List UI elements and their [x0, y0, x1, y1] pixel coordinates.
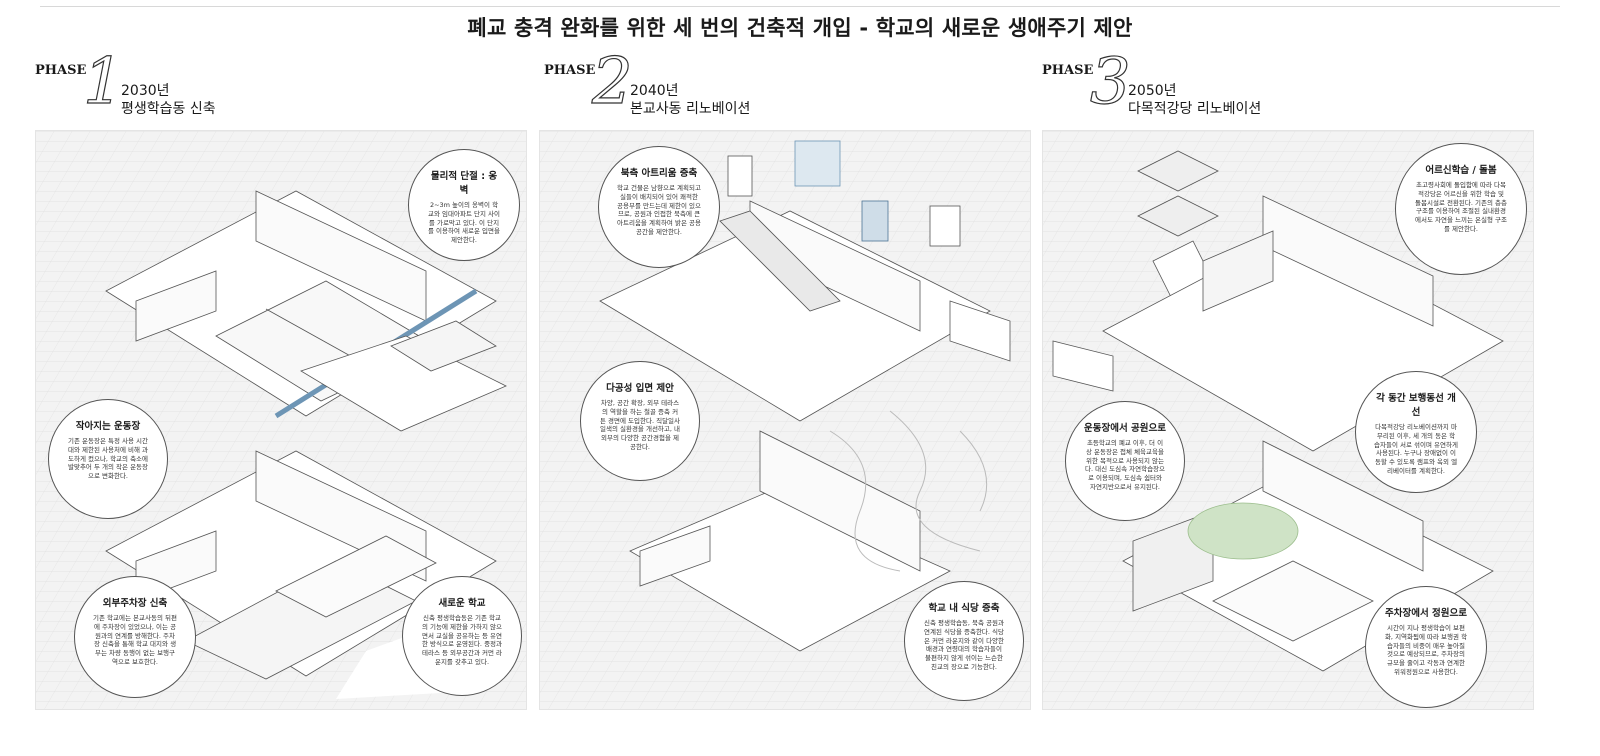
upper-site-layer — [599, 140, 1011, 422]
phase-2-year: 2040년 — [630, 83, 679, 99]
exploded-roof-layers — [1137, 150, 1219, 302]
callout-title: 주차장에서 정원으로 — [1385, 608, 1467, 619]
callout-external-parking: 외부주차장 신축 기존 학교에는 본교사동의 뒤편에 주차장이 있었으나, 이는… — [74, 576, 196, 698]
phase-2-subtitle: 본교사동 리노베이션 — [630, 101, 751, 117]
callout-body: 신축 평생학습동은 기존 학교의 기능에 제한을 가하지 않으면서 교실을 공유… — [421, 614, 503, 666]
callout-field-to-park: 운동장에서 공원으로 초등학교의 폐교 이후, 더 이상 운동장은 접체 체육교… — [1065, 401, 1185, 521]
callout-title: 학교 내 식당 증축 — [928, 603, 1000, 614]
phase-1-subtitle: 평생학습동 신축 — [121, 101, 216, 117]
phase-1-year: 2030년 — [121, 83, 170, 99]
phase-3-panel: 어르신학습 / 돌봄 초고령사회에 돌입함에 따라 다목적강당은 어르신을 위한… — [1042, 130, 1534, 710]
page-title: 폐교 충격 완화를 위한 세 번의 건축적 개입 - 학교의 새로운 생애주기 … — [467, 16, 1133, 40]
callout-body: 기존 학교에는 본교사동의 뒤편에 주차장이 있었으나, 이는 공원과의 연계를… — [93, 614, 177, 666]
callout-new-school: 새로운 학교 신축 평생학습동은 기존 학교의 기능에 제한을 가하지 않으면서… — [402, 576, 522, 696]
callout-body: 초고령사회에 돌입함에 따라 다목적강당은 어르신을 위한 학습 및 돌봄시설로… — [1415, 181, 1507, 233]
phase-3-word: PHASE — [1042, 63, 1094, 78]
callout-cafeteria-extension: 학교 내 식당 증축 신축 평생학습동, 북측 공원과 연계된 식당을 증축한다… — [904, 581, 1024, 701]
park-paths — [829, 410, 988, 572]
lower-building-layer — [629, 430, 951, 652]
phase-3-subtitle: 다목적강당 리노베이션 — [1128, 101, 1262, 117]
callout-body: 시간이 지나 평생학습이 보편화, 지역화됨에 따라 보행권 학습자들의 비중이… — [1384, 624, 1468, 676]
callout-pedestrian-circulation: 각 동간 보행동선 개선 다목적강당 리노베이션까지 마무리된 이후, 세 개의… — [1355, 371, 1477, 493]
callout-title: 작아지는 운동장 — [75, 421, 141, 432]
phase-2-header: PHASE 2 2040년 본교사동 리노베이션 — [544, 49, 1024, 128]
phase-3-year: 2050년 — [1128, 83, 1177, 99]
callout-title: 어르신학습 / 돌봄 — [1425, 165, 1497, 176]
phase-1-number: 1 — [82, 45, 124, 119]
phase-2-panel: 북측 아트리움 증축 학교 건물은 남향으로 계획되고 실들이 배치되어 있어 … — [539, 130, 1031, 710]
callout-title: 물리적 단절 : 옹벽 — [430, 171, 498, 196]
callout-body: 차양, 공간 확장, 외부 테라스의 역할을 하는 철골 증축 커튼 경면에 도… — [599, 399, 681, 451]
callout-parking-to-garden: 주차장에서 정원으로 시간이 지나 평생학습이 보편화, 지역화됨에 따라 보행… — [1365, 586, 1487, 708]
park-green — [1187, 502, 1299, 560]
callout-body: 다목적강당 리노베이션까지 마무리된 이후, 세 개의 동은 학습자들이 서로 … — [1374, 423, 1458, 475]
callout-senior-learning: 어르신학습 / 돌봄 초고령사회에 돌입함에 따라 다목적강당은 어르신을 위한… — [1395, 143, 1527, 275]
phase-2-word: PHASE — [544, 63, 596, 78]
callout-retaining-wall: 물리적 단절 : 옹벽 2~3m 높이의 옹벽이 학교와 임대아파트 단지 사이… — [408, 149, 520, 261]
phase-3-header: PHASE 3 2050년 다목적강당 리노베이션 — [1042, 49, 1522, 128]
callout-title: 새로운 학교 — [438, 598, 486, 609]
callout-north-atrium: 북측 아트리움 증축 학교 건물은 남향으로 계획되고 실들이 배치되어 있어 … — [598, 146, 720, 268]
phase-2-number: 2 — [591, 45, 633, 119]
phase-1-panel: 물리적 단절 : 옹벽 2~3m 높이의 옹벽이 학교와 임대아파트 단지 사이… — [35, 130, 527, 710]
callout-title: 각 동간 보행동선 개선 — [1376, 393, 1456, 418]
callout-title: 운동장에서 공원으로 — [1084, 423, 1166, 434]
top-divider — [40, 6, 1560, 7]
callout-body: 학교 건물은 남향으로 계획되고 실들이 배치되어 있어 쾌적한 공용부를 만드… — [617, 184, 701, 236]
phase-3-number: 3 — [1089, 45, 1131, 119]
callout-title: 외부주차장 신축 — [102, 598, 168, 609]
callout-title: 다공성 입면 제안 — [606, 383, 674, 394]
callout-body: 초등학교의 폐교 이후, 더 이상 운동장은 접체 체육교육을 위한 목적으로 … — [1084, 439, 1166, 491]
callout-porous-facade: 다공성 입면 제안 차양, 공간 확장, 외부 테라스의 역할을 하는 철골 증… — [580, 361, 700, 481]
callout-body: 신축 평생학습동, 북측 공원과 연계된 식당을 증축한다. 식당은 커먼 라운… — [923, 619, 1005, 671]
phase-1-word: PHASE — [35, 63, 87, 78]
middle-building-layer — [300, 320, 507, 432]
callout-title: 북측 아트리움 증축 — [620, 168, 698, 179]
phase-1-header: PHASE 1 2030년 평생학습동 신축 — [35, 49, 515, 128]
callout-body: 기존 운동장은 특정 사용 시간대와 제한된 사용처에 비해 과도하게 컸으나,… — [67, 437, 149, 481]
callout-shrinking-field: 작아지는 운동장 기존 운동장은 특정 사용 시간대와 제한된 사용처에 비해 … — [48, 399, 168, 519]
callout-body: 2~3m 높이의 옹벽이 학교와 임대아파트 단지 사이를 가로막고 있다. 이… — [428, 201, 500, 245]
